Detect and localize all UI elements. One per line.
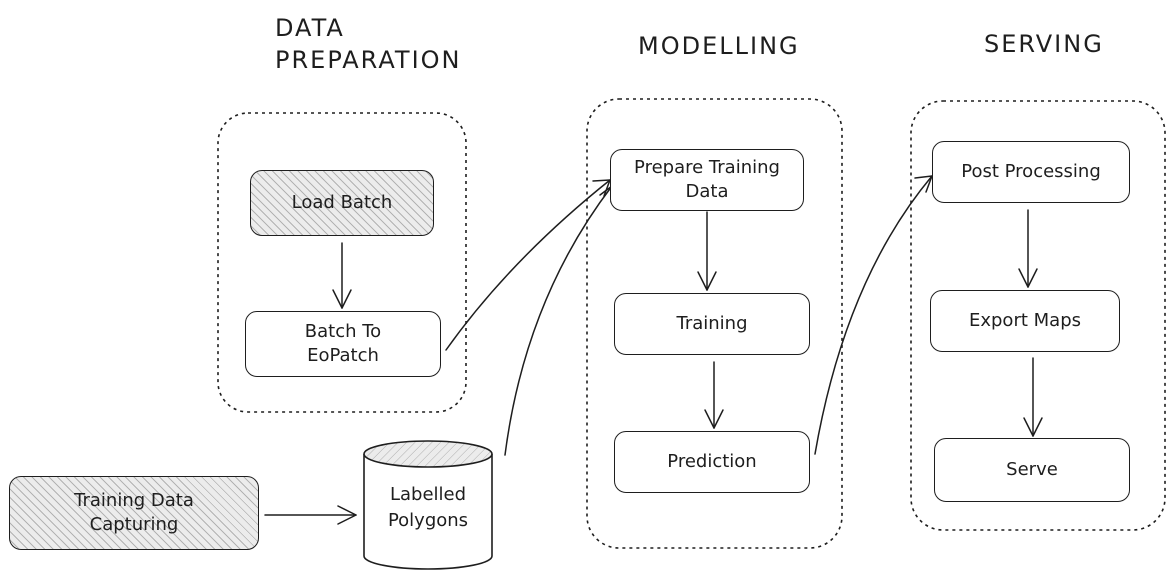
node-prediction[interactable]: Prediction xyxy=(614,431,810,493)
arrow-capturing-to-polygons xyxy=(264,505,357,525)
node-training-data-capturing[interactable]: Training Data Capturing xyxy=(9,476,259,550)
arrow-prepare-to-training xyxy=(697,211,717,291)
node-batch-to-eopatch[interactable]: Batch To EoPatch xyxy=(245,311,441,377)
node-post-processing[interactable]: Post Processing xyxy=(932,141,1130,203)
database-cylinder-icon xyxy=(363,440,493,570)
group-serving xyxy=(910,100,1166,531)
arrow-load-to-batch xyxy=(332,242,352,309)
group-modelling xyxy=(586,98,843,549)
arrow-export-to-serve xyxy=(1023,357,1043,437)
stage-title-serving: SERVING xyxy=(984,30,1104,58)
stage-title-modelling: MODELLING xyxy=(638,32,800,60)
node-labelled-polygons[interactable]: Labelled Polygons xyxy=(387,484,469,531)
node-prepare-training-data[interactable]: Prepare Training Data xyxy=(610,149,804,211)
node-export-maps[interactable]: Export Maps xyxy=(930,290,1120,352)
arrow-polygons-to-prepare xyxy=(504,185,613,456)
group-data-preparation xyxy=(217,112,467,413)
node-training[interactable]: Training xyxy=(614,293,810,355)
arrow-training-to-prediction xyxy=(704,361,724,429)
stage-title-data-preparation: DATA PREPARATION xyxy=(275,14,462,74)
arrow-prediction-to-post xyxy=(814,175,933,455)
node-serve[interactable]: Serve xyxy=(934,438,1130,502)
arrow-batch-to-prepare xyxy=(445,179,611,351)
node-load-batch[interactable]: Load Batch xyxy=(250,170,434,236)
arrow-post-to-export xyxy=(1018,209,1038,288)
